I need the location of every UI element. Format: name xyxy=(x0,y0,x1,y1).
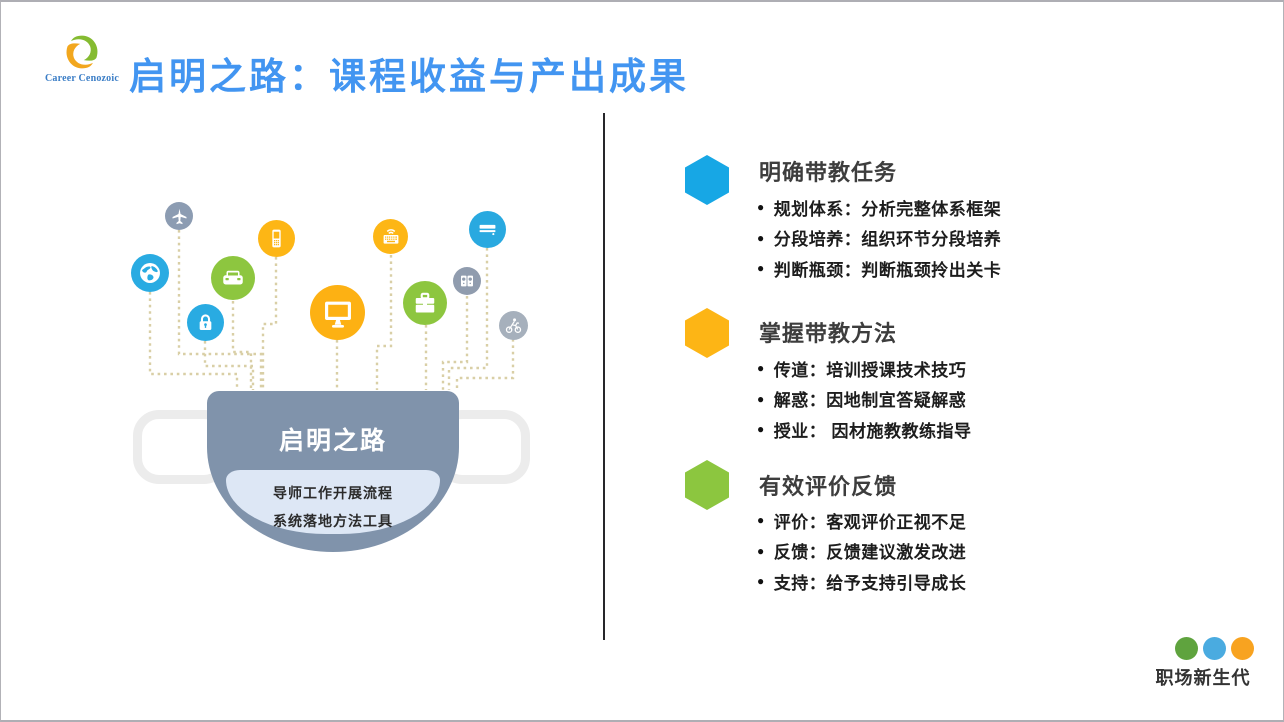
green-dot-icon xyxy=(1175,637,1198,660)
monitor-icon xyxy=(310,285,365,340)
lock-icon xyxy=(187,304,224,341)
bullet-item: 分段培养：组织环节分段培养 xyxy=(757,223,1001,254)
section-heading-methods: 掌握带教方法 xyxy=(759,321,898,346)
bullet-text: 判断瓶颈：判断瓶颈拎出关卡 xyxy=(773,260,1002,280)
car-icon xyxy=(211,256,255,300)
bullet-text: 传道：培训授课技术技巧 xyxy=(773,360,967,380)
bullet-item: 解惑：因地制宜答疑解惑 xyxy=(757,384,971,415)
funnel-cup: 启明之路 导师工作开展流程 系统落地方法工具 xyxy=(207,391,459,552)
bullet-text: 支持：给予支持引导成长 xyxy=(773,573,967,593)
bullet-item: 判断瓶颈：判断瓶颈拎出关卡 xyxy=(757,253,1001,284)
funnel-title: 启明之路 xyxy=(278,427,387,455)
bullet-text: 授业： 因材施教教练指导 xyxy=(773,421,972,441)
bullet-text: 反馈：反馈建议激发改进 xyxy=(773,543,967,563)
keyboard-icon xyxy=(373,219,408,254)
bullet-item: 授业： 因材施教教练指导 xyxy=(757,414,971,445)
cyclist-icon xyxy=(499,311,528,340)
funnel-inner-bowl: 导师工作开展流程 系统落地方法工具 xyxy=(226,470,440,534)
globe-icon xyxy=(131,254,169,292)
section-bullets-tasks: 规划体系：分析完整体系框架 分段培养：组织环节分段培养 判断瓶颈：判断瓶颈拎出关… xyxy=(757,192,1001,284)
airplane-icon xyxy=(165,202,193,230)
section-heading-feedback: 有效评价反馈 xyxy=(759,474,898,499)
page-title: 启明之路：课程收益与产出成果 xyxy=(129,56,689,97)
section-bullets-feedback: 评价：客观评价正视不足 反馈：反馈建议激发改进 支持：给予支持引导成长 xyxy=(757,505,966,597)
bullet-item: 反馈：反馈建议激发改进 xyxy=(757,536,966,567)
bullet-text: 解惑：因地制宜答疑解惑 xyxy=(773,391,967,411)
section-bullets-methods: 传道：培训授课技术技巧 解惑：因地制宜答疑解惑 授业： 因材施教教练指导 xyxy=(757,353,971,445)
bullet-item: 规划体系：分析完整体系框架 xyxy=(757,192,1001,223)
funnel-line: 导师工作开展流程 xyxy=(273,485,393,501)
bullet-text: 分段培养：组织环节分段培养 xyxy=(773,230,1002,250)
logo: Career Cenozoic xyxy=(37,32,127,84)
logo-text: Career Cenozoic xyxy=(45,73,119,84)
footer-brand-text: 职场新生代 xyxy=(1155,668,1251,688)
bullet-text: 评价：客观评价正视不足 xyxy=(773,512,967,532)
divider-line xyxy=(603,113,605,640)
bullet-text: 规划体系：分析完整体系框架 xyxy=(773,199,1002,219)
orange-dot-icon xyxy=(1231,637,1254,660)
speakers-icon xyxy=(453,267,481,295)
bullet-item: 传道：培训授课技术技巧 xyxy=(757,353,971,384)
cup-left-handle xyxy=(133,410,230,484)
briefcase-icon xyxy=(403,281,447,325)
section-heading-tasks: 明确带教任务 xyxy=(759,160,898,185)
funnel-line: 系统落地方法工具 xyxy=(273,513,393,529)
bullet-item: 支持：给予支持引导成长 xyxy=(757,566,966,597)
footer-brand-dots xyxy=(1175,637,1254,660)
bullet-item: 评价：客观评价正视不足 xyxy=(757,505,966,536)
blue-dot-icon xyxy=(1203,637,1226,660)
credit-card-icon xyxy=(469,211,506,248)
logo-swirl-icon xyxy=(66,35,98,69)
mobile-phone-icon xyxy=(258,220,295,257)
